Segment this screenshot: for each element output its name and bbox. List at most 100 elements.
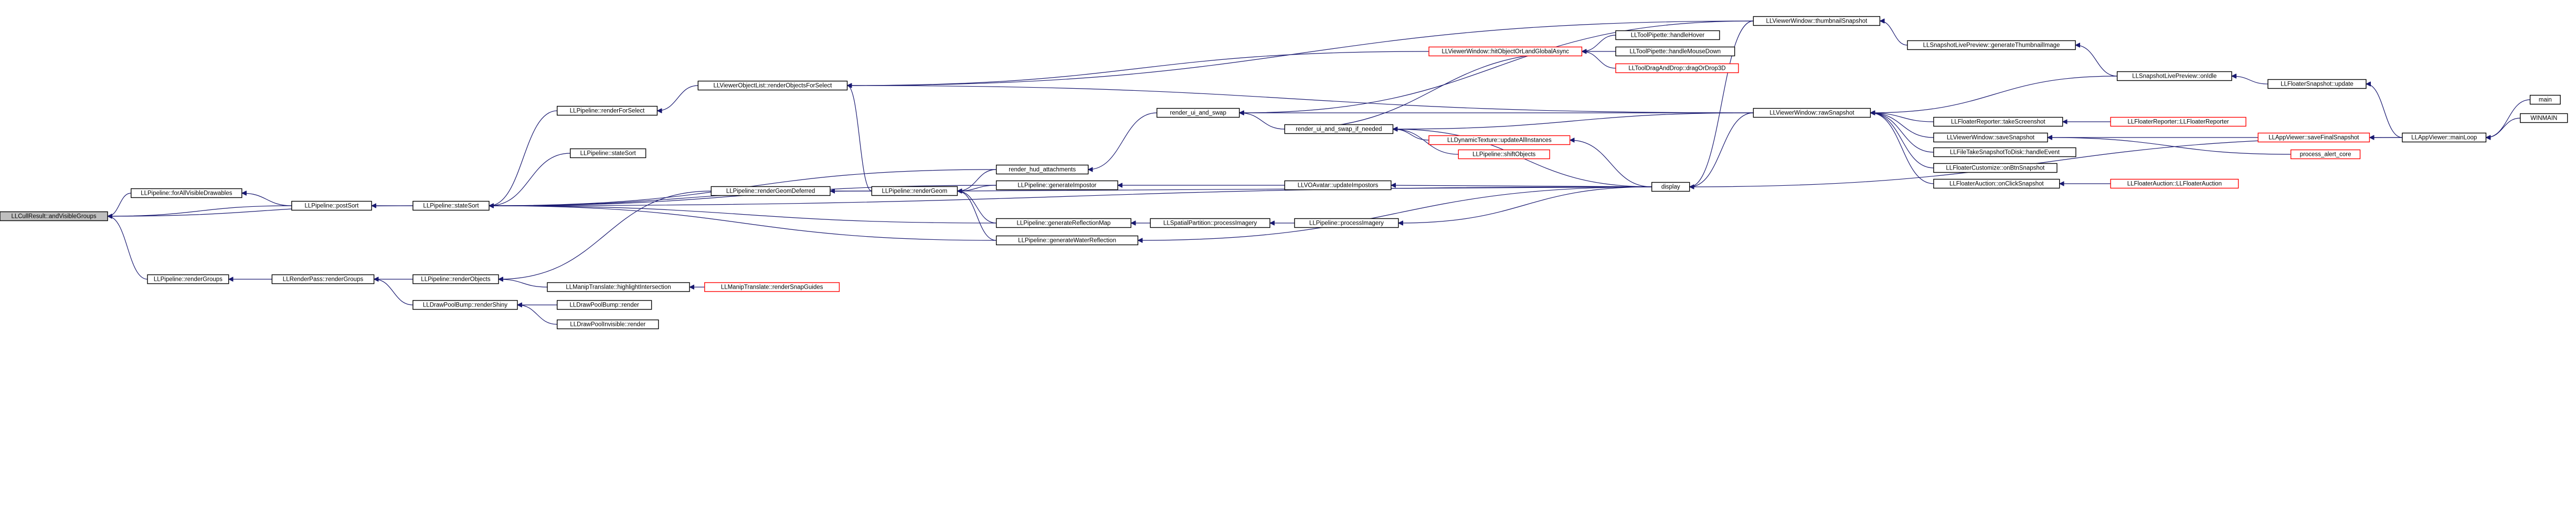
graph-edge — [374, 279, 413, 305]
node-label: LLPipeline::stateSort — [580, 151, 637, 157]
node-label: LLDrawPoolBump::render — [570, 302, 639, 309]
graph-edge — [242, 193, 292, 206]
node-box — [570, 148, 646, 158]
node-label: LLViewerObjectList::renderObjectsForSele… — [713, 83, 832, 89]
graph-node-toolPipetteHover[interactable]: LLToolPipette::handleHover — [1615, 30, 1720, 40]
graph-node-renderGeomDeferred[interactable]: LLPipeline::renderGeomDeferred — [711, 186, 831, 196]
graph-node-saveFinalSnapshot[interactable]: LLAppViewer::saveFinalSnapshot — [2257, 132, 2370, 143]
graph-node-renderObjects[interactable]: LLPipeline::renderObjects — [412, 274, 499, 284]
graph-node-hitObjectOrLand[interactable]: LLViewerWindow::hitObjectOrLandGlobalAsy… — [1428, 46, 1583, 57]
node-label: LLRenderPass::renderGroups — [283, 277, 364, 283]
graph-edge — [489, 206, 997, 241]
graph-node-toolDragAndDrop[interactable]: LLToolDragAndDrop::dragOrDrop3D — [1615, 63, 1739, 73]
graph-node-main[interactable]: main — [2529, 94, 2561, 105]
node-box — [131, 188, 242, 198]
graph-node-renderGeom[interactable]: LLPipeline::renderGeom — [871, 186, 958, 196]
node-box — [1294, 218, 1399, 228]
graph-node-onIdle[interactable]: LLSnapshotLivePreview::onIdle — [2116, 71, 2232, 81]
graph-node-mainLoop[interactable]: LLAppViewer::mainLoop — [2402, 132, 2487, 143]
graph-node-thumbnailSnapshot[interactable]: LLViewerWindow::thumbnailSnapshot — [1753, 16, 1881, 26]
graph-node-forAll[interactable]: LLPipeline::forAllVisibleDrawables — [131, 188, 242, 198]
graph-edge — [499, 279, 548, 288]
node-label: LLFileTakeSnapshotToDisk::handleEvent — [1950, 150, 2060, 156]
graph-node-generateThumbnail[interactable]: LLSnapshotLivePreview::generateThumbnail… — [1907, 40, 2076, 50]
graph-node-voAvatarUpdate[interactable]: LLVOAvatar::updateImpostors — [1284, 180, 1392, 191]
node-box — [1428, 46, 1583, 57]
graph-node-floaterReporter[interactable]: LLFloaterReporter::LLFloaterReporter — [2110, 117, 2246, 127]
graph-node-renderUiAndSwapIfNeeded[interactable]: render_ui_and_swap_if_needed — [1284, 124, 1394, 134]
graph-edge — [1393, 129, 1429, 141]
graph-node-rawSnapshot[interactable]: LLViewerWindow::rawSnapshot — [1753, 108, 1871, 118]
graph-edge — [2486, 118, 2520, 138]
graph-edge — [957, 169, 997, 191]
graph-edge — [108, 216, 148, 280]
node-box — [1458, 149, 1550, 160]
node-box — [697, 80, 848, 91]
node-label: render_ui_and_swap — [1170, 110, 1226, 117]
node-label: LLAppViewer::saveFinalSnapshot — [2268, 135, 2359, 141]
graph-node-renderObjectsForSelect[interactable]: LLViewerObjectList::renderObjectsForSele… — [697, 80, 848, 91]
graph-edge — [1285, 51, 1582, 130]
graph-node-renderPassGroups[interactable]: LLRenderPass::renderGroups — [271, 274, 375, 284]
graph-node-bumpRender[interactable]: LLDrawPoolBump::render — [557, 300, 652, 310]
node-box — [995, 218, 1131, 228]
graph-node-display[interactable]: display — [1651, 182, 1690, 192]
graph-node-renderHud[interactable]: render_hud_attachments — [995, 164, 1089, 175]
graph-node-spatialPartition[interactable]: LLSpatialPartition::processImagery — [1150, 218, 1270, 228]
graph-edge — [517, 305, 557, 325]
graph-edge — [1393, 129, 1459, 155]
node-box — [147, 274, 229, 284]
graph-node-stateSort2[interactable]: LLPipeline::stateSort — [570, 148, 646, 158]
graph-node-highlightIntersection[interactable]: LLManipTranslate::highlightIntersection — [547, 282, 690, 292]
graph-node-shiftObjects[interactable]: LLPipeline::shiftObjects — [1458, 149, 1550, 160]
graph-edge — [1138, 186, 1652, 240]
graph-node-floaterAuction[interactable]: LLFloaterAuction::LLFloaterAuction — [2110, 178, 2239, 189]
node-box — [2110, 178, 2239, 189]
graph-node-toolPipetteMouse[interactable]: LLToolPipette::handleMouseDown — [1615, 46, 1735, 57]
node-label: LLPipeline::renderForSelect — [570, 108, 645, 114]
graph-node-saveSnapshot[interactable]: LLViewerWindow::saveSnapshot — [1933, 132, 2048, 143]
graph-edge — [489, 153, 570, 206]
graph-edge — [847, 86, 872, 192]
graph-node-generateImpostor[interactable]: LLPipeline::generateImpostor — [995, 180, 1118, 191]
graph-node-takeScreenshot[interactable]: LLFloaterReporter::takeScreenshot — [1933, 117, 2063, 127]
node-box — [557, 300, 652, 310]
graph-node-renderGroups[interactable]: LLPipeline::renderGroups — [147, 274, 229, 284]
graph-edge — [499, 191, 712, 279]
graph-edge — [847, 51, 1429, 86]
graph-node-root[interactable]: LLCullResult::andVisibleGroups — [0, 211, 108, 221]
graph-node-stateSort[interactable]: LLPipeline::stateSort — [412, 200, 490, 211]
graph-node-renderSnapGuides[interactable]: LLManipTranslate::renderSnapGuides — [704, 282, 840, 292]
graph-node-floaterAuctionSnap[interactable]: LLFloaterAuction::onClickSnapshot — [1933, 178, 2060, 189]
node-label: render_ui_and_swap_if_needed — [1296, 126, 1382, 133]
graph-node-generateWaterReflection[interactable]: LLPipeline::generateWaterReflection — [995, 235, 1139, 246]
graph-node-winmain[interactable]: WINMAIN — [2520, 113, 2568, 123]
graph-node-renderForSelect[interactable]: LLPipeline::renderForSelect — [557, 105, 658, 116]
graph-node-renderUiAndSwap[interactable]: render_ui_and_swap — [1156, 108, 1240, 118]
node-box — [1284, 180, 1392, 191]
node-box — [871, 186, 958, 196]
node-box — [2257, 132, 2370, 143]
graph-node-invisibleRender[interactable]: LLDrawPoolInvisible::render — [557, 319, 659, 330]
graph-node-floaterSnapshotUpdate[interactable]: LLFloaterSnapshot::update — [2267, 79, 2367, 89]
node-box — [1428, 135, 1571, 145]
node-box — [2267, 79, 2367, 89]
graph-node-floaterCustomize[interactable]: LLFloaterCustomize::onBtnSnapshot — [1933, 163, 2058, 173]
graph-edge — [489, 206, 997, 224]
node-box — [2116, 71, 2232, 81]
graph-node-generateReflectionMap[interactable]: LLPipeline::generateReflectionMap — [995, 218, 1131, 228]
graph-edge — [2048, 138, 2291, 155]
graph-node-renderShiny[interactable]: LLDrawPoolBump::renderShiny — [412, 300, 518, 310]
node-box — [1615, 46, 1735, 57]
node-box — [995, 164, 1089, 175]
node-label: LLToolDragAndDrop::dragOrDrop3D — [1628, 66, 1725, 72]
graph-node-postSort[interactable]: LLPipeline::postSort — [291, 200, 372, 211]
node-label: LLFloaterAuction::LLFloaterAuction — [2127, 181, 2222, 187]
graph-node-processAlertCore[interactable]: process_alert_core — [2290, 149, 2361, 160]
graph-edge — [1870, 76, 2117, 113]
graph-node-fileTakeSnapshot[interactable]: LLFileTakeSnapshotToDisk::handleEvent — [1933, 147, 2076, 157]
node-label: process_alert_core — [2300, 152, 2351, 158]
graph-node-dynamicTexture[interactable]: LLDynamicTexture::updateAllInstances — [1428, 135, 1571, 145]
graph-node-processImagery[interactable]: LLPipeline::processImagery — [1294, 218, 1399, 228]
node-box — [704, 282, 840, 292]
